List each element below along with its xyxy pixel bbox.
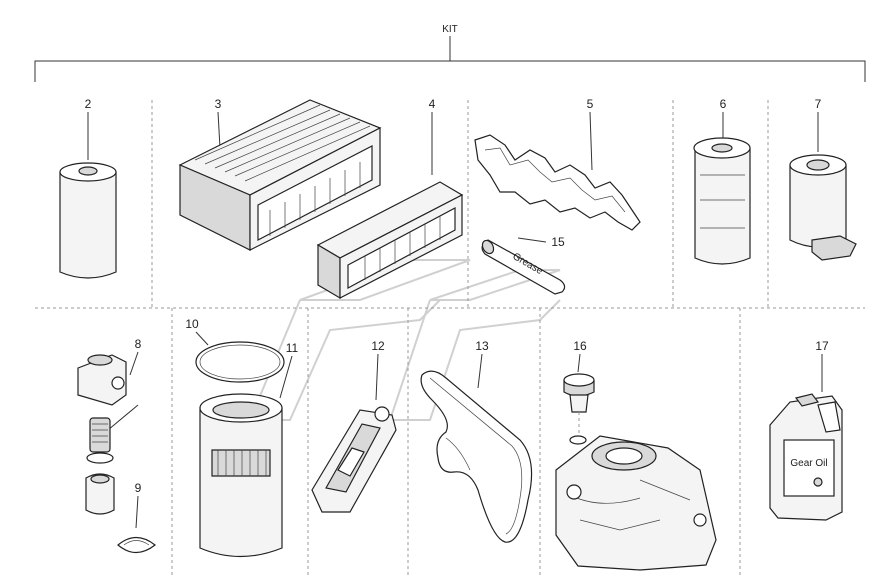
part-number-7: 7 [815, 97, 822, 111]
part-number-13: 13 [475, 339, 489, 353]
gearbox-housing [555, 435, 717, 571]
gear-oil-label: Gear Oil [790, 458, 827, 469]
part-number-8: 8 [135, 337, 142, 351]
part-15-grease-tube: 15 Grease [481, 235, 566, 295]
part-8-filter-housing: 8 [77, 337, 142, 515]
part-number-3: 3 [215, 97, 222, 111]
part-number-11: 11 [286, 341, 299, 355]
part-6-cartridge-filter: 6 [693, 97, 751, 265]
part-2-oil-filter: 2 [59, 97, 117, 279]
part-number-4: 4 [429, 97, 436, 111]
part-number-2: 2 [85, 97, 92, 111]
panel-dividers [35, 100, 865, 575]
part-13-drive-belt: 13 [420, 339, 533, 543]
part-4-secondary-air-filter: 4 [316, 97, 464, 300]
part-number-10: 10 [185, 317, 199, 331]
watermark-logo [248, 259, 561, 421]
part-3-air-filter: 3 [178, 97, 382, 251]
part-12-clip-assembly: 12 [311, 339, 397, 513]
part-number-17: 17 [815, 339, 829, 353]
part-number-5: 5 [587, 97, 594, 111]
part-17-gear-oil-container: 17 Gear Oil [769, 339, 843, 521]
part-5-gasket: 5 [474, 97, 641, 231]
part-number-16: 16 [573, 339, 587, 353]
part-number-15: 15 [551, 235, 565, 249]
part-11-filter-element: 11 [199, 341, 299, 558]
kit-label: KIT [442, 24, 458, 35]
part-number-9: 9 [135, 481, 142, 495]
part-number-12: 12 [371, 339, 385, 353]
part-7-fuel-filter: 7 [789, 97, 857, 261]
part-16-breather-cap: 16 [563, 339, 595, 438]
part-9-seal-ring: 9 [117, 481, 156, 554]
kit-bracket: KIT [34, 24, 866, 82]
part-number-6: 6 [720, 97, 727, 111]
part-10-o-ring: 10 [185, 317, 285, 383]
